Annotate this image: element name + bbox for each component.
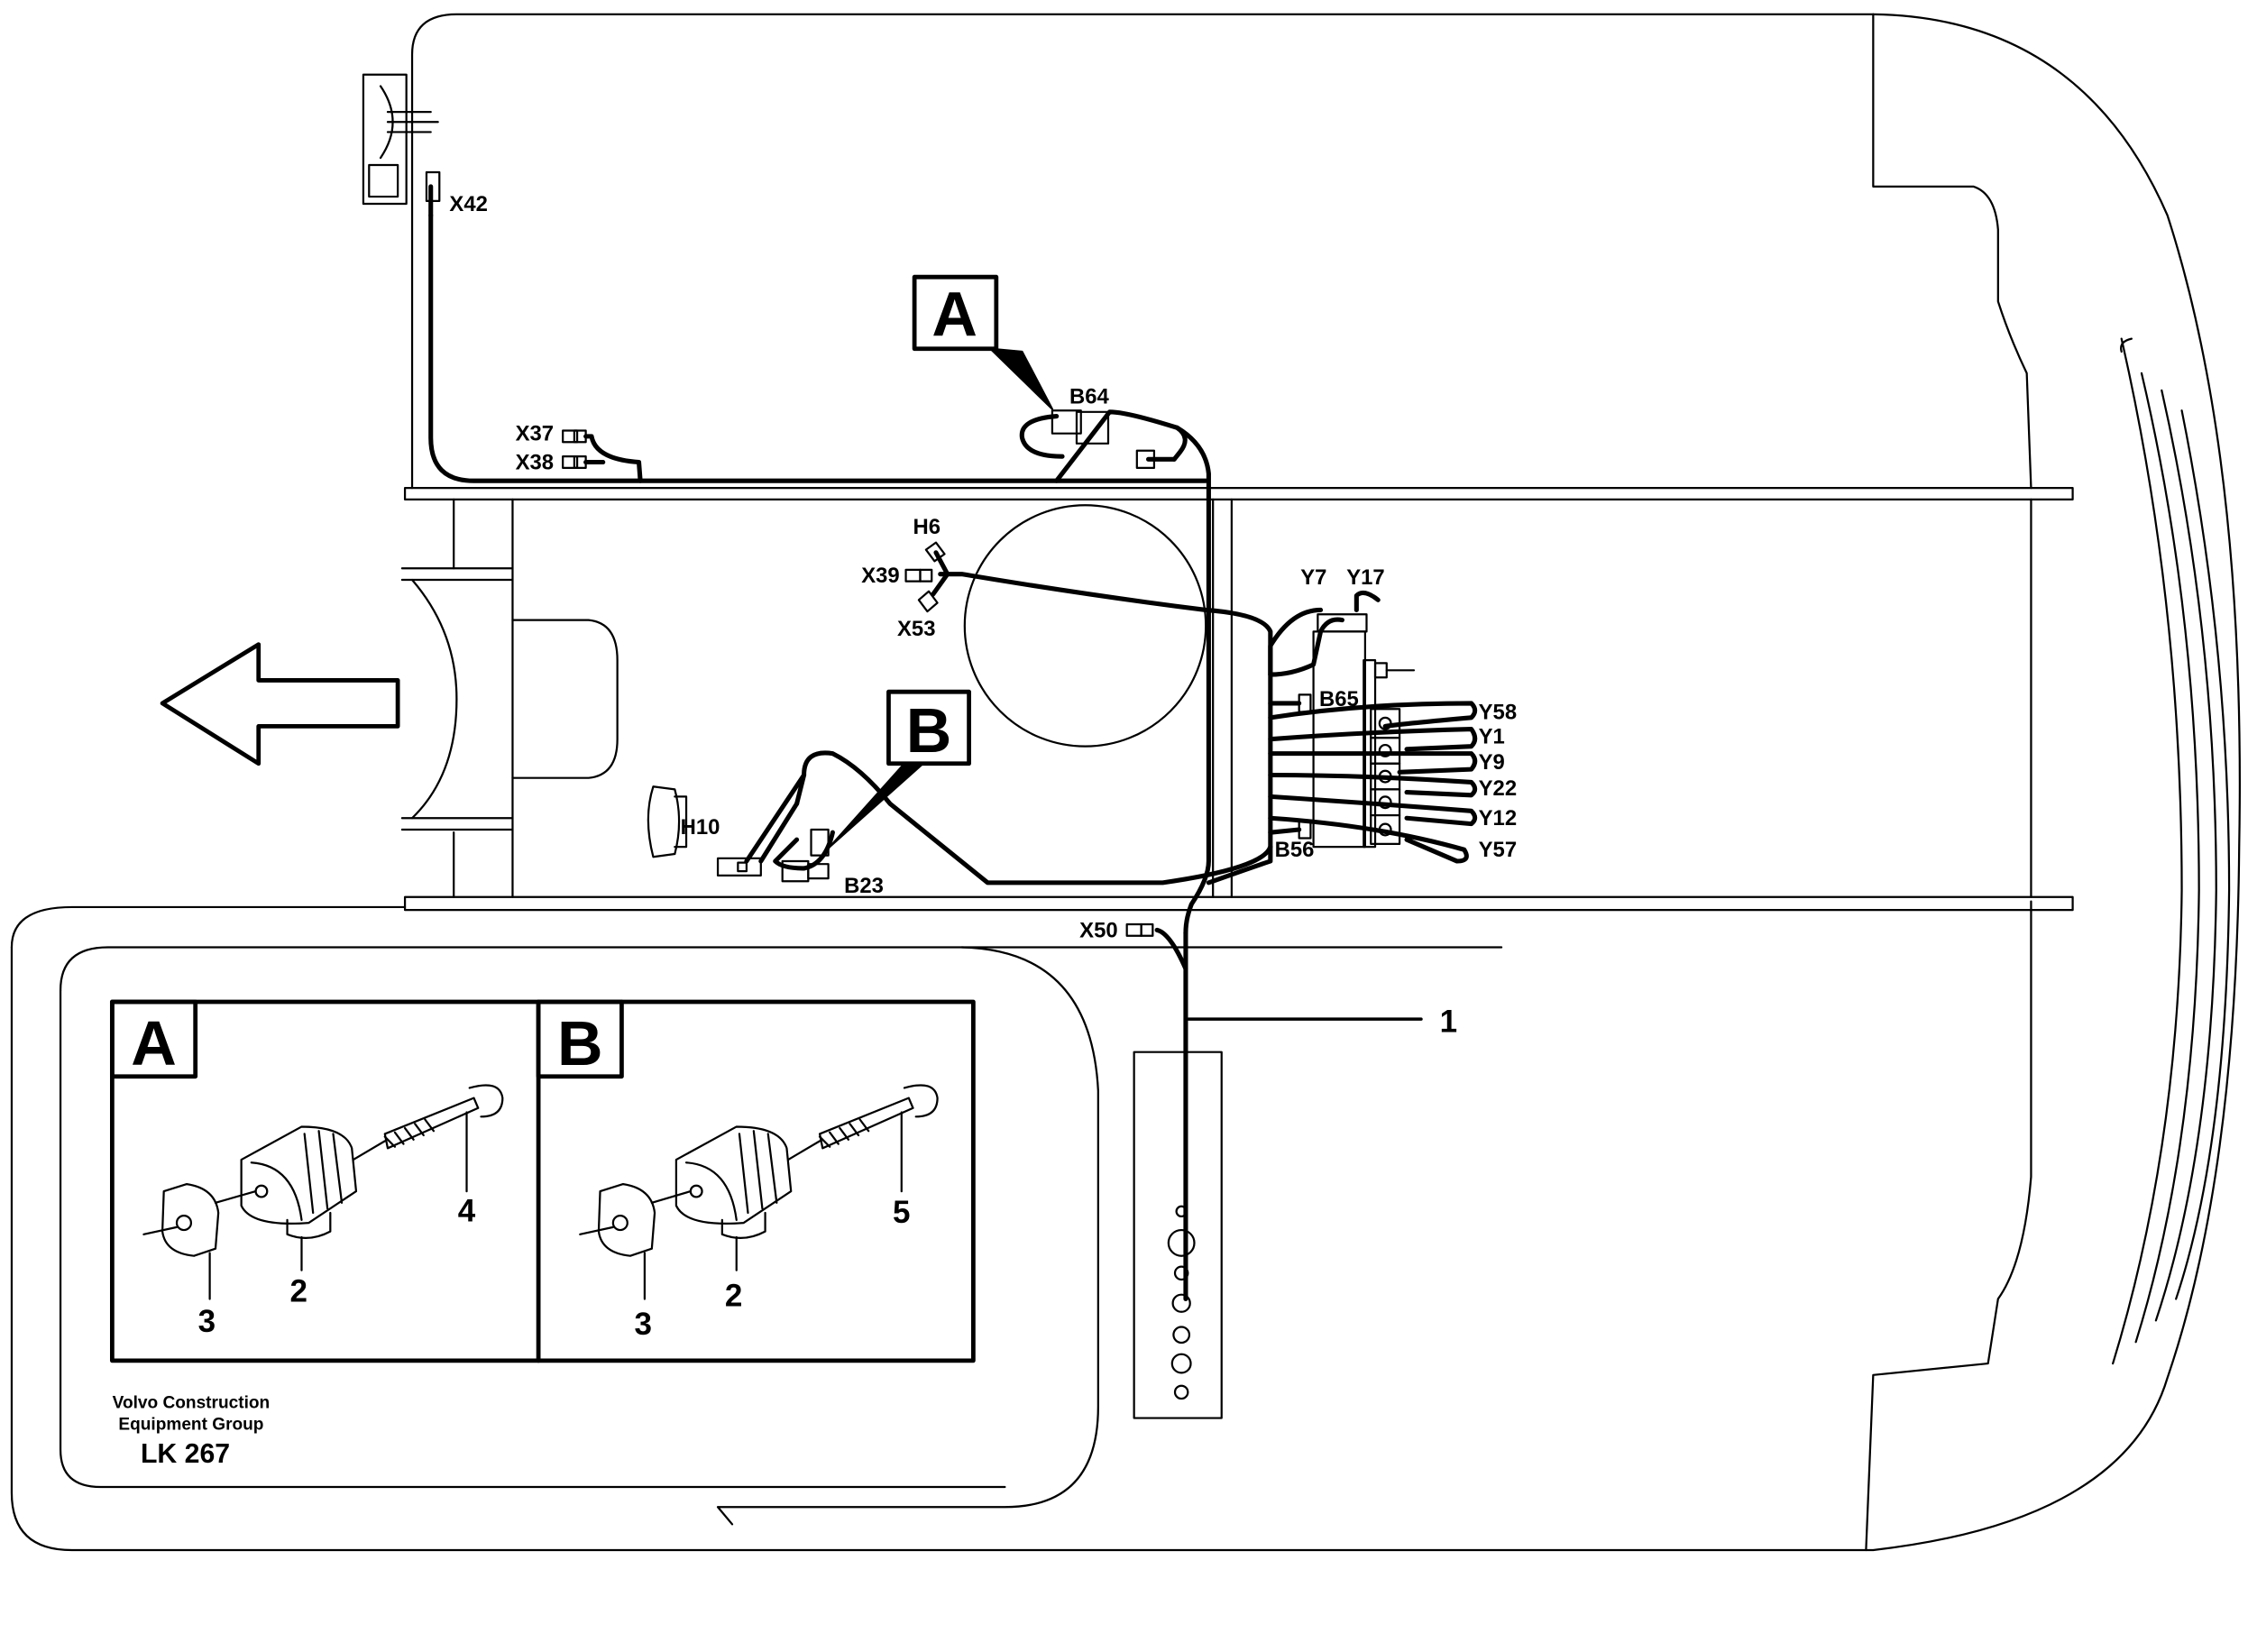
- footer-company-line2: Equipment Group: [118, 1415, 263, 1434]
- labels: A B X42 X37 X38 B64 H6 X39 X53 Y7 Y17 B6…: [113, 192, 1517, 1469]
- label-y12: Y12: [1479, 806, 1517, 831]
- label-y1: Y1: [1479, 724, 1505, 748]
- connectors: [362, 73, 1416, 937]
- label-y7: Y7: [1300, 565, 1326, 590]
- label-b23: B23: [844, 874, 884, 898]
- label-h6: H6: [913, 515, 941, 539]
- label-y58: Y58: [1479, 700, 1517, 724]
- label-x39: X39: [861, 564, 899, 588]
- label-x37: X37: [516, 422, 554, 446]
- label-b64: B64: [1069, 384, 1109, 408]
- wire-harness: [428, 184, 1478, 1301]
- label-b65: B65: [1319, 687, 1359, 711]
- label-y57: Y57: [1479, 838, 1517, 862]
- callout-b-letter: B: [906, 695, 952, 766]
- label-y22: Y22: [1479, 776, 1517, 801]
- detail-a-drawing: [142, 1084, 504, 1300]
- label-x38: X38: [516, 450, 554, 474]
- label-x42: X42: [449, 192, 487, 216]
- detail-a-letter: A: [131, 1008, 177, 1078]
- detail-b-part-5: 5: [893, 1195, 910, 1230]
- detail-b-part-2: 2: [725, 1278, 742, 1313]
- detail-panels: [109, 999, 976, 1363]
- detail-a-part-3: 3: [198, 1304, 216, 1339]
- label-b56: B56: [1275, 838, 1315, 862]
- label-y17: Y17: [1346, 565, 1384, 590]
- footer-company-line1: Volvo Construction: [113, 1393, 271, 1412]
- callouts: [829, 274, 1423, 1021]
- detail-b-drawing: [579, 1084, 939, 1300]
- label-y9: Y9: [1479, 750, 1505, 775]
- callout-a-letter: A: [931, 279, 977, 349]
- detail-b-letter: B: [557, 1008, 603, 1078]
- detail-b-part-3: 3: [635, 1307, 652, 1342]
- footer-code: LK 267: [141, 1439, 230, 1469]
- detail-a-part-2: 2: [290, 1274, 307, 1309]
- detail-a-part-4: 4: [458, 1194, 476, 1229]
- harness-label: 1: [1440, 1004, 1457, 1039]
- label-h10: H10: [681, 815, 720, 840]
- label-x53: X53: [897, 617, 935, 641]
- label-x50: X50: [1079, 918, 1117, 942]
- machine-frame: [10, 13, 2241, 1552]
